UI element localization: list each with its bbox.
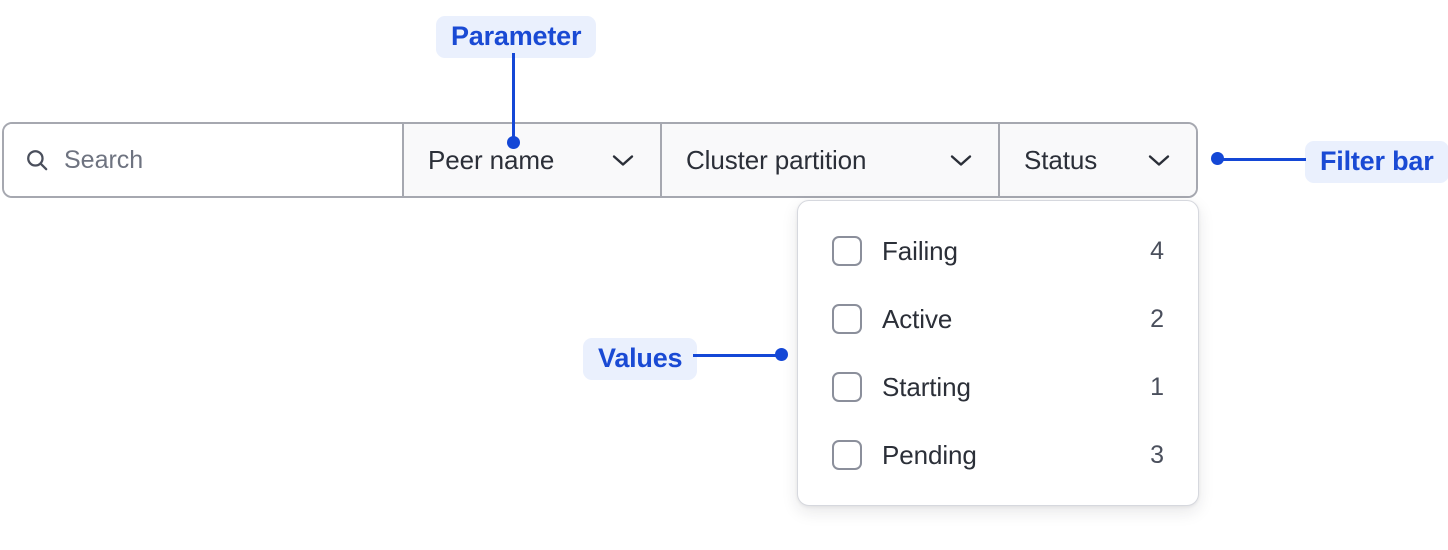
search-icon	[24, 147, 50, 173]
cluster-partition-dropdown-label: Cluster partition	[686, 144, 867, 175]
annotation-leader-line	[512, 53, 515, 139]
annotation-leader-line	[1221, 158, 1306, 161]
annotation-label-values: Values	[583, 338, 698, 381]
option-label: Active	[882, 303, 953, 334]
option-label: Pending	[882, 439, 977, 470]
option-count: 4	[1150, 236, 1164, 265]
list-item[interactable]: Pending 3	[832, 430, 1164, 480]
annotation-label-parameter: Parameter	[436, 16, 597, 59]
option-label: Failing	[882, 235, 958, 266]
status-dropdown[interactable]: Status	[1000, 124, 1196, 196]
search-input[interactable]	[64, 145, 382, 175]
status-dropdown-panel[interactable]: Failing 4 Active 2 Starting 1 Pending 3	[797, 200, 1199, 506]
annotation-label-filter-bar: Filter bar	[1305, 141, 1448, 184]
chevron-down-icon	[1146, 152, 1172, 168]
list-item[interactable]: Failing 4	[832, 226, 1164, 276]
option-label: Starting	[882, 371, 971, 402]
peer-name-dropdown[interactable]: Peer name	[404, 124, 662, 196]
option-count: 1	[1150, 372, 1164, 401]
checkbox-unchecked-icon[interactable]	[832, 304, 862, 334]
cluster-partition-dropdown[interactable]: Cluster partition	[662, 124, 1000, 196]
annotation-endpoint-dot	[507, 136, 520, 149]
checkbox-unchecked-icon[interactable]	[832, 236, 862, 266]
option-count: 3	[1150, 440, 1164, 469]
filter-bar[interactable]: Peer name Cluster partition Status	[2, 122, 1198, 198]
chevron-down-icon	[610, 152, 636, 168]
list-item[interactable]: Active 2	[832, 294, 1164, 344]
checkbox-unchecked-icon[interactable]	[832, 372, 862, 402]
annotation-leader-line	[693, 354, 781, 357]
annotation-endpoint-dot	[1211, 152, 1224, 165]
checkbox-unchecked-icon[interactable]	[832, 440, 862, 470]
chevron-down-icon	[948, 152, 974, 168]
status-dropdown-label: Status	[1024, 144, 1098, 175]
peer-name-dropdown-label: Peer name	[428, 144, 555, 175]
annotation-endpoint-dot	[775, 348, 788, 361]
search-field[interactable]	[4, 124, 404, 196]
list-item[interactable]: Starting 1	[832, 362, 1164, 412]
option-count: 2	[1150, 304, 1164, 333]
